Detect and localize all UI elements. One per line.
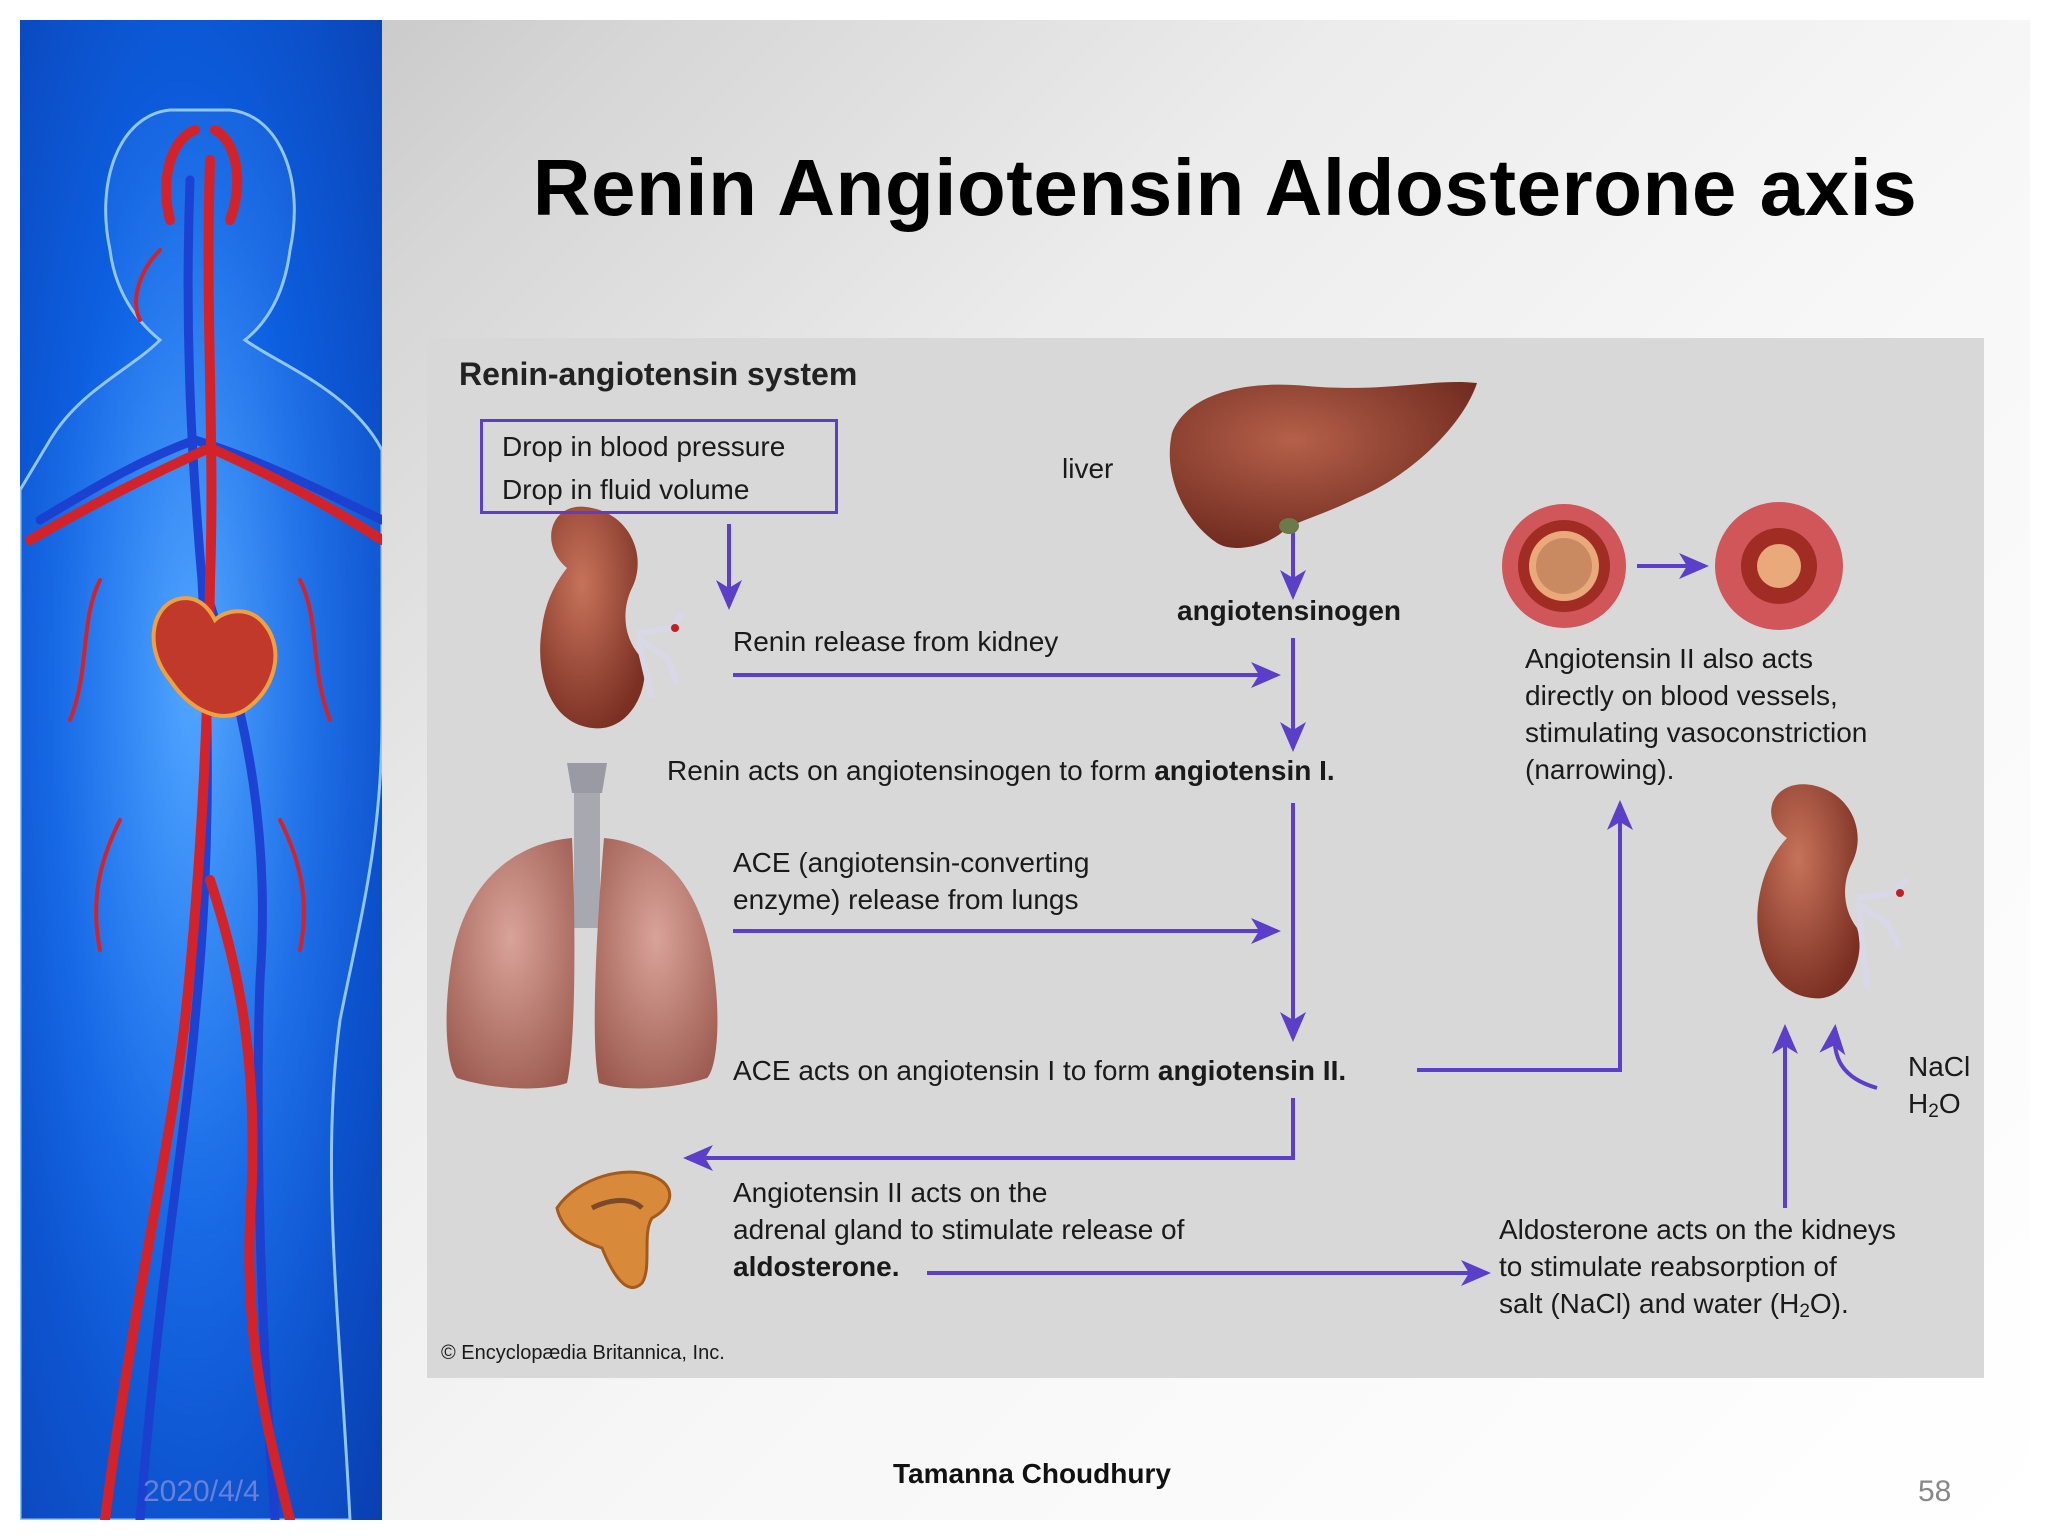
trigger-blood-pressure: Drop in blood pressure (502, 431, 786, 462)
footer-page-number: 58 (1918, 1475, 1952, 1508)
h2o-h: H (1908, 1088, 1929, 1119)
slide: Renin Angiotensin Aldosterone axis (20, 20, 2030, 1520)
ace-release-line2: enzyme) release from lungs (733, 884, 1079, 915)
blood-vessel-normal-icon (1502, 504, 1626, 628)
kidney-effect-line3-sub: 2 (1799, 1301, 1810, 1322)
nacl-label: NaCl (1908, 1051, 1971, 1082)
ace-acts-prefix: ACE acts on angiotensin I to form (733, 1055, 1158, 1086)
angiotensinogen-label: angiotensinogen (1177, 595, 1401, 626)
kidney-icon-right (1757, 784, 1910, 999)
kidney-effect-line1: Aldosterone acts on the kidneys (1499, 1214, 1896, 1245)
adrenal-line1: Angiotensin II acts on the (733, 1177, 1048, 1208)
kidney-effect-line3-b: O). (1809, 1288, 1849, 1319)
kidney-effect-line3-a: salt (NaCl) and water (H (1499, 1288, 1800, 1319)
diagram-graphics (446, 381, 1910, 1289)
kidney-effect-line3: salt (NaCl) and water (H2O). (1499, 1285, 1849, 1322)
vessels-line2: directly on blood vessels, (1525, 680, 1838, 711)
vessels-line3: stimulating vasoconstriction (1525, 717, 1868, 748)
slide-title: Renin Angiotensin Aldosterone axis (532, 143, 1918, 232)
adrenal-gland-icon (555, 1170, 672, 1289)
ras-diagram: Renin-angiotensin system Drop in blood p… (427, 338, 1984, 1378)
renin-acts-prefix: Renin acts on angiotensinogen to form (667, 755, 1155, 786)
h2o-o: O (1938, 1088, 1961, 1119)
ace-release-line1: ACE (angiotensin-converting (733, 847, 1090, 878)
h2o-sub: 2 (1928, 1101, 1939, 1122)
liver-icon (1169, 381, 1477, 548)
renin-release-text: Renin release from kidney (733, 626, 1059, 657)
footer-author: Tamanna Choudhury (893, 1458, 1171, 1489)
ace-acts-text: ACE acts on angiotensin I to form angiot… (733, 1052, 1346, 1089)
angiotensin-ii-label: angiotensin II. (1157, 1055, 1347, 1086)
footer-date: 2020/4/4 (143, 1475, 260, 1508)
side-panel (20, 20, 382, 1520)
human-circulatory-figure-icon (20, 108, 382, 1520)
trigger-box: Drop in blood pressure Drop in fluid vol… (480, 419, 838, 514)
lungs-icon (446, 763, 718, 1089)
kidney-icon (540, 506, 685, 729)
trigger-fluid-volume: Drop in fluid volume (502, 474, 750, 505)
angiotensin-i-label: angiotensin I. (1154, 755, 1335, 786)
adrenal-line2: adrenal gland to stimulate release of (733, 1214, 1185, 1245)
liver-label: liver (1062, 453, 1114, 484)
renin-acts-text: Renin acts on angiotensinogen to form an… (667, 752, 1335, 789)
aldosterone-label: aldosterone. (733, 1251, 900, 1282)
credit-text: © Encyclopædia Britannica, Inc. (441, 1342, 725, 1364)
h2o-label: H2O (1908, 1085, 1961, 1122)
blood-vessel-constricted-icon (1715, 502, 1843, 630)
vessels-line4: (narrowing). (1525, 754, 1675, 785)
vessels-line1: Angiotensin II also acts (1525, 643, 1813, 674)
diagram-heading: Renin-angiotensin system (459, 356, 858, 392)
kidney-effect-line2: to stimulate reabsorption of (1499, 1251, 1837, 1282)
